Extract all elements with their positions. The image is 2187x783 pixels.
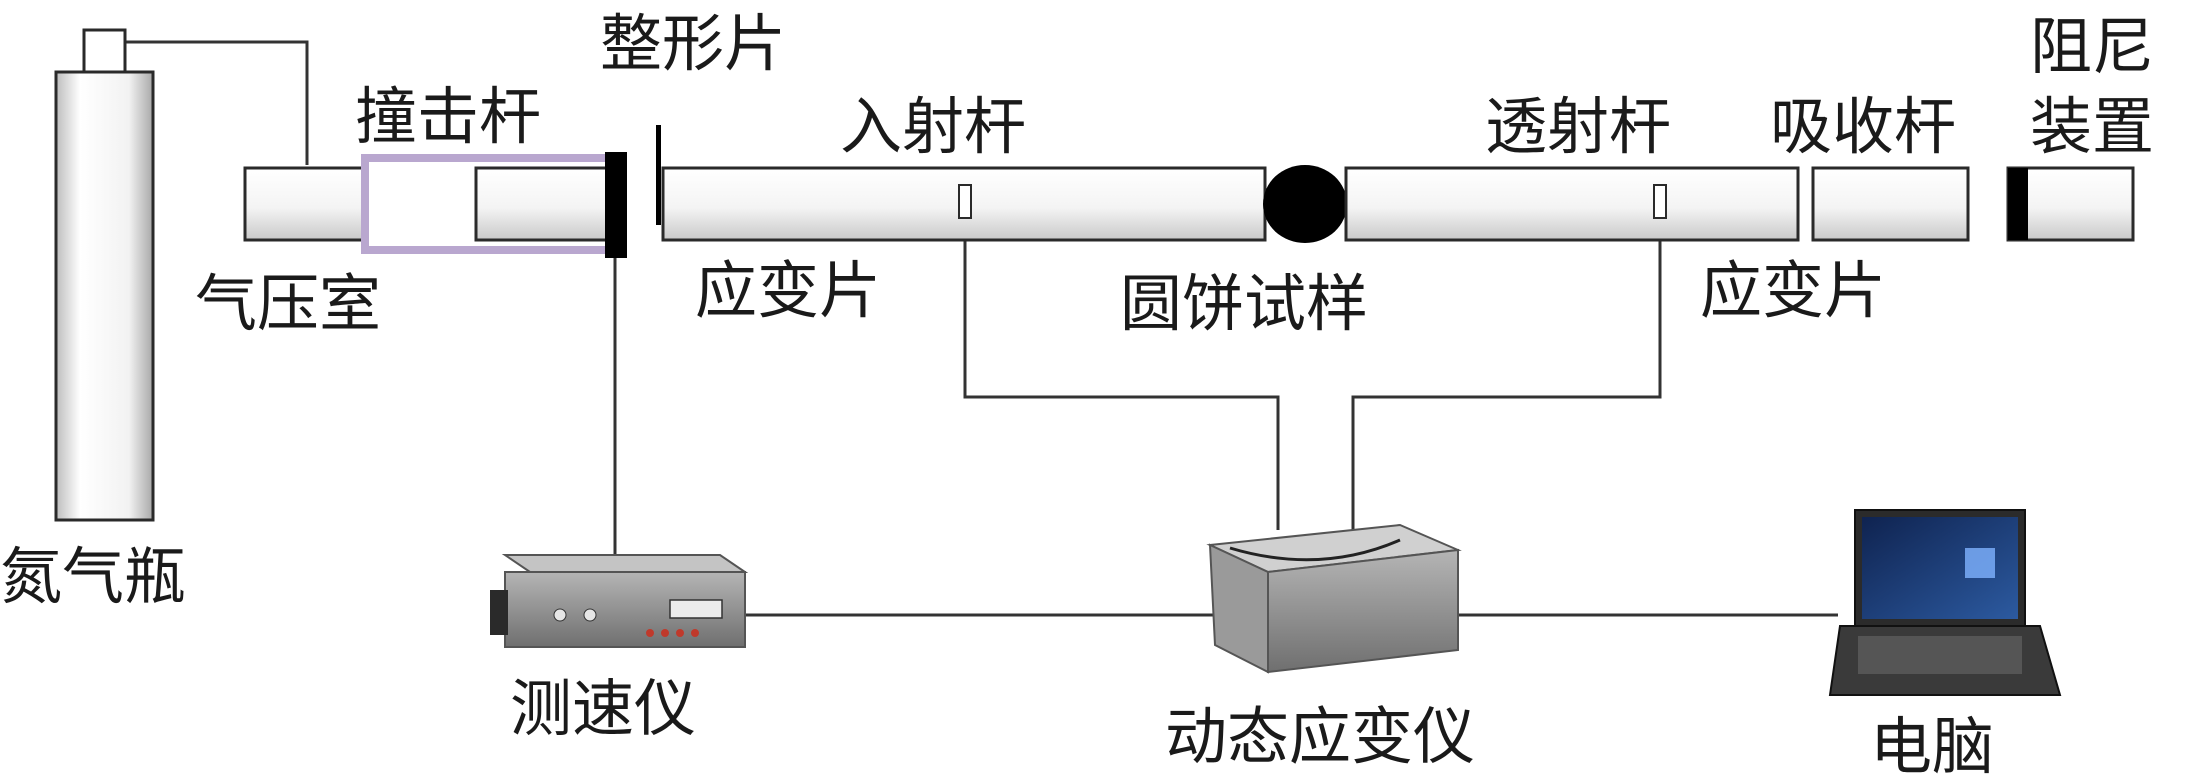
velocimeter-top [501,554,749,573]
absorption-bar [1811,166,1970,242]
disc-specimen [1263,165,1347,243]
labels: 整形片 撞击杆 入射杆 透射杆 吸收杆 阻尼 装置 气压室 应变片 圆饼试样 应… [0,7,2154,783]
damper-device [2006,166,2135,242]
label-transmission-bar: 透射杆 [1485,90,1671,163]
velocimeter-display [669,599,723,619]
label-pressure-chamber: 气压室 [195,267,381,340]
strain-meter-side [1267,548,1459,674]
label-damper-line2: 装置 [2030,90,2154,163]
label-incident-bar: 入射杆 [840,90,1026,163]
velocimeter-device [490,554,749,648]
damper-body [2006,166,2135,242]
label-strain-gauge-transmission: 应变片 [1700,254,1886,327]
laptop-computer [1828,509,2062,696]
velocimeter-port-1 [646,629,654,637]
windows-logo-icon [1965,548,1995,578]
pressure-chamber [243,166,367,242]
label-velocimeter: 测速仪 [510,672,696,745]
velocimeter-handle [490,590,508,635]
label-pulse-shaper: 整形片 [600,7,786,80]
barrel-end-plate [605,152,627,258]
gas-supply-line [125,40,309,165]
pulse-shaper [656,125,661,225]
transmission-strain-gauge [1653,184,1667,219]
velocimeter-knob-1 [553,608,567,622]
velocimeter-knob-2 [583,608,597,622]
incident-strain-gauge [958,184,972,219]
velocimeter-port-3 [676,629,684,637]
laptop-keyboard [1858,636,2022,674]
label-nitrogen-cylinder: 氮气瓶 [0,540,186,613]
connection-lines [125,40,1838,617]
cylinder-body [54,70,155,522]
striker-bar [361,154,619,254]
label-dynamic-strain-meter: 动态应变仪 [1165,700,1475,773]
velocimeter-port-4 [691,629,699,637]
dynamic-strain-meter-device [1206,523,1462,674]
transmission-gauge-wire [1351,218,1662,530]
strain-meter-cable [1229,538,1401,562]
label-damper-line1: 阻尼 [2030,10,2154,83]
incident-gauge-wire [963,218,1280,530]
damper-plate [2008,168,2028,240]
transmission-bar [1344,166,1800,242]
label-striker-bar: 撞击杆 [355,80,541,153]
label-absorption-bar: 吸收杆 [1770,90,1956,163]
striker-bar-body [474,166,613,242]
velocimeter-port-2 [661,629,669,637]
cylinder-valve [82,28,127,74]
label-computer: 电脑 [1870,710,1994,783]
label-disc-specimen: 圆饼试样 [1120,267,1368,340]
nitrogen-cylinder [54,28,155,522]
label-strain-gauge-incident: 应变片 [695,254,881,327]
